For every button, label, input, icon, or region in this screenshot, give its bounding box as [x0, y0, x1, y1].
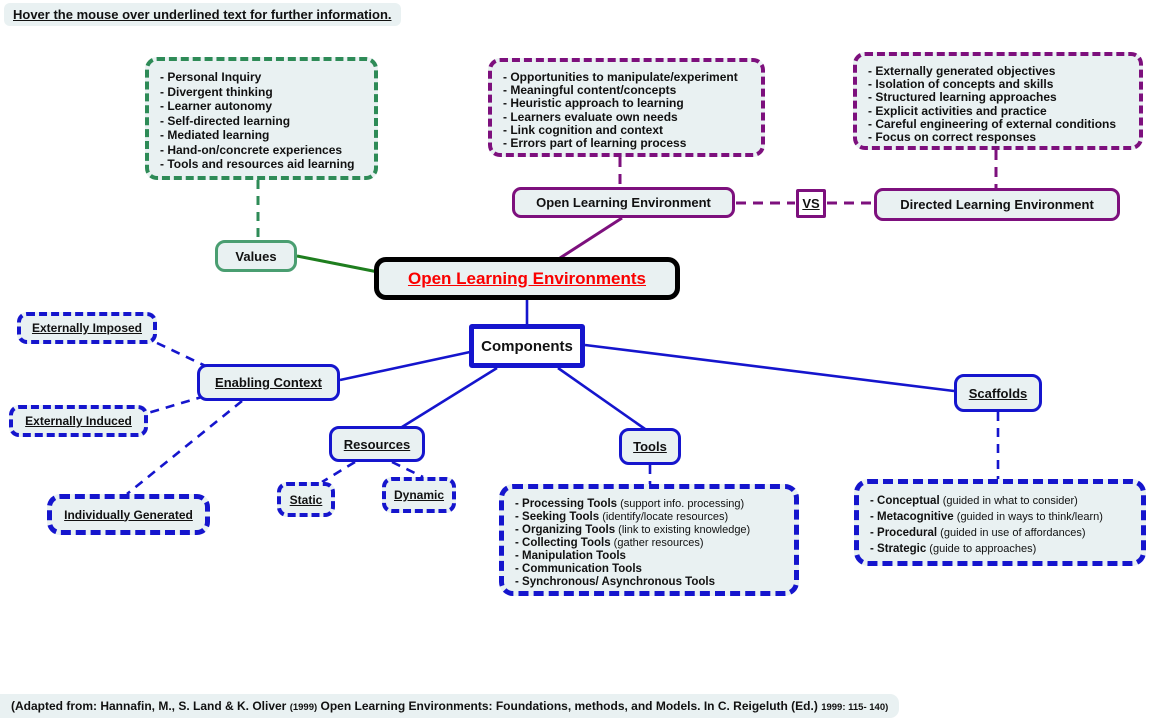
list-item: - Divergent thinking — [160, 84, 273, 99]
citation-part4: 1999: 115- 140) — [821, 702, 889, 713]
list-item: - Learner autonomy — [160, 99, 273, 113]
list-item: - Organizing Tools (link to existing kno… — [515, 524, 751, 536]
tools-list-box: - Processing Tools (support info. proces… — [499, 484, 799, 596]
externally-imposed-node[interactable]: Externally Imposed — [17, 312, 157, 344]
connector-ole-main — [559, 216, 623, 260]
list-item: - Errors part of learning process — [503, 136, 687, 151]
connector-resources-static — [321, 460, 356, 484]
list-item: - Conceptual (guided in what to consider… — [870, 495, 1078, 507]
connector-enabling-induced — [147, 394, 206, 415]
citation-part3: Open Learning Environments: Foundations,… — [317, 699, 822, 713]
list-item: - Manipulation Tools — [515, 550, 626, 562]
list-item: - Isolation of concepts and skills — [868, 77, 1054, 92]
list-item: - Collecting Tools (gather resources) — [515, 537, 704, 549]
hover-instruction: Hover the mouse over underlined text for… — [4, 3, 401, 26]
list-item: - Metacognitive (guided in ways to think… — [870, 511, 1103, 523]
static-node[interactable]: Static — [277, 482, 335, 517]
list-item: - Learners evaluate own needs — [503, 109, 678, 124]
list-item: - Personal Inquiry — [160, 70, 262, 84]
list-item: - Strategic (guide to approaches) — [870, 543, 1037, 555]
list-item: - Synchronous/ Asynchronous Tools — [515, 576, 715, 588]
list-item: - Procedural (guided in use of affordanc… — [870, 527, 1086, 539]
directed-environment-traits-box: - Externally generated objectives- Isola… — [853, 52, 1143, 150]
list-item: - Tools and resources aid learning — [160, 157, 355, 171]
tools-node[interactable]: Tools — [619, 428, 681, 465]
list-item: - Self-directed learning — [160, 113, 291, 128]
scaffolds-list-box: - Conceptual (guided in what to consider… — [854, 479, 1146, 566]
dynamic-node[interactable]: Dynamic — [382, 477, 456, 513]
components-node: Components — [469, 324, 585, 368]
connector-components-resources — [401, 366, 498, 429]
list-item: - Link cognition and context — [503, 122, 663, 137]
scaffolds-node[interactable]: Scaffolds — [954, 374, 1042, 412]
list-item: - Meaningful content/concepts — [503, 83, 677, 98]
list-item: - Hand-on/concrete experiences — [160, 142, 343, 157]
connector-resources-dynamic — [391, 460, 424, 479]
connector-components-scaffolds — [584, 343, 955, 393]
enabling-context-node[interactable]: Enabling Context — [197, 364, 340, 401]
connector-components-tools — [557, 366, 646, 431]
open-environment-traits-box: - Opportunities to manipulate/experiment… — [488, 58, 765, 157]
externally-induced-node[interactable]: Externally Induced — [9, 405, 148, 437]
resources-node[interactable]: Resources — [329, 426, 425, 462]
list-item: - Explicit activities and practice — [868, 103, 1047, 118]
list-item: - Careful engineering of external condit… — [868, 116, 1117, 131]
values-traits-box: - Personal Inquiry- Divergent thinking- … — [145, 57, 378, 180]
citation: (Adapted from: Hannafin, M., S. Land & K… — [0, 694, 900, 718]
open-learning-environment-node: Open Learning Environment — [512, 187, 735, 218]
individually-generated-node[interactable]: Individually Generated — [47, 494, 210, 535]
connector-components-enabling — [339, 350, 471, 382]
values-node: Values — [215, 240, 297, 272]
list-item: - Opportunities to manipulate/experiment — [503, 70, 738, 84]
list-item: - Focus on correct responses — [868, 130, 1037, 145]
list-item: - Processing Tools (support info. proces… — [515, 498, 745, 510]
list-item: - Seeking Tools (identify/locate resourc… — [515, 511, 729, 523]
list-item: - Communication Tools — [515, 563, 642, 575]
main-title-node[interactable]: Open Learning Environments — [374, 257, 680, 300]
connector-values-main — [296, 254, 379, 274]
vs-node[interactable]: VS — [796, 189, 826, 218]
list-item: - Mediated learning — [160, 128, 270, 142]
directed-learning-environment-node: Directed Learning Environment — [874, 188, 1120, 221]
list-item: - Structured learning approaches — [868, 90, 1057, 105]
citation-part2: (1999) — [289, 702, 318, 713]
citation-part1: (Adapted from: Hannafin, M., S. Land & K… — [11, 699, 290, 713]
list-item: - Externally generated objectives — [868, 64, 1056, 78]
list-item: - Heuristic approach to learning — [503, 96, 684, 111]
